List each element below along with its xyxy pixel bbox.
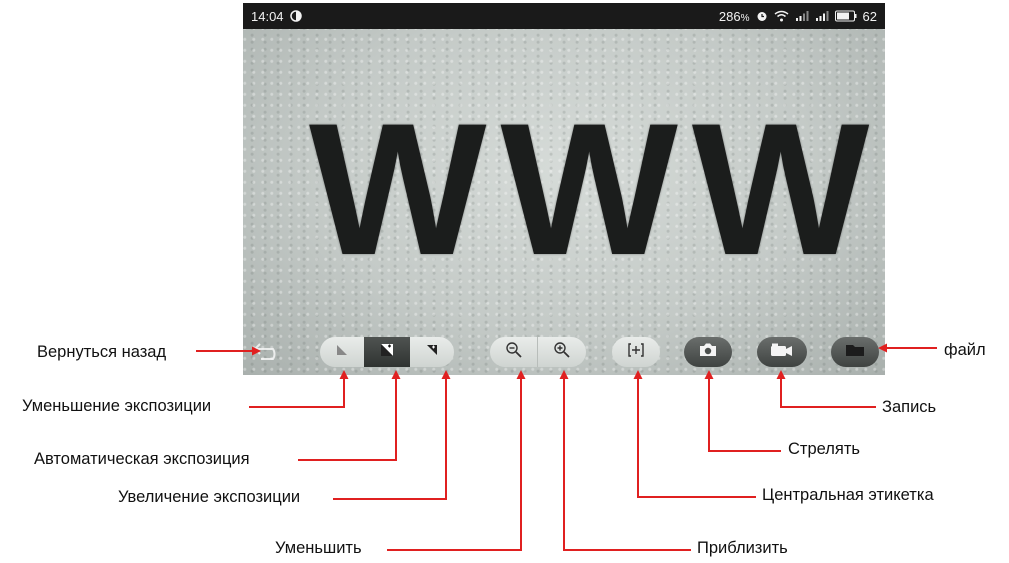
network-speed-unit: % [740,12,750,24]
microscope-camera-screen: 14:04 286% 62 [243,3,885,375]
annotation-exposure-decrease: Уменьшение экспозиции [22,397,212,415]
signal-icon-sim2 [815,10,829,22]
file-button[interactable] [831,337,879,367]
battery-icon [834,10,857,22]
video-camera-icon [769,342,795,363]
alarm-icon [756,10,768,22]
annotation-zoom-in: Приблизить [697,539,788,557]
exposure-increase-button[interactable] [410,337,454,367]
leader-center-mark [633,370,756,498]
leader-record [776,370,876,408]
zoom-in-button[interactable] [538,337,586,367]
zoom-in-icon [553,341,571,364]
network-speed-value: 286 [718,8,741,24]
battery-level: 62 [862,8,877,24]
magnified-specimen-text: WWW [309,84,884,294]
camera-toolbar [243,329,885,375]
camera-icon [698,342,718,363]
crosshair-icon [626,341,646,364]
notification-icon [289,10,302,22]
shoot-button[interactable] [684,337,732,367]
annotation-center-mark: Центральная этикетка [762,486,934,504]
annotation-record: Запись [882,398,937,416]
signal-icon-sim1 [795,10,809,22]
status-time: 14:04 [251,8,284,24]
leader-exposure-decrease [249,370,349,408]
leader-exposure-increase [333,370,451,500]
wifi-icon [774,10,789,22]
center-mark-button[interactable] [612,337,660,367]
exposure-auto-icon [379,342,395,363]
exposure-increase-icon [425,343,439,362]
annotation-file: файл [944,341,986,359]
annotation-exposure-auto: Автоматическая экспозиция [34,450,250,468]
leader-zoom-in [559,370,691,551]
folder-icon [844,342,866,363]
annotation-zoom-out: Уменьшить [275,539,362,557]
annotation-shoot: Стрелять [788,440,860,458]
back-button[interactable] [249,337,287,365]
zoom-out-button[interactable] [490,337,538,367]
leader-zoom-out [387,370,526,551]
annotation-exposure-increase: Увеличение экспозиции [118,488,301,506]
exposure-decrease-button[interactable] [320,337,364,367]
status-bar: 14:04 286% 62 [243,3,885,29]
leader-shoot [704,370,781,452]
exposure-auto-button[interactable] [364,337,410,367]
network-speed: 286% [719,9,750,24]
back-arrow-icon [251,337,285,366]
annotation-back: Вернуться назад [37,343,167,361]
leader-exposure-auto [298,370,401,461]
exposure-decrease-icon [335,343,349,362]
zoom-out-icon [505,341,523,364]
record-button[interactable] [757,337,807,367]
